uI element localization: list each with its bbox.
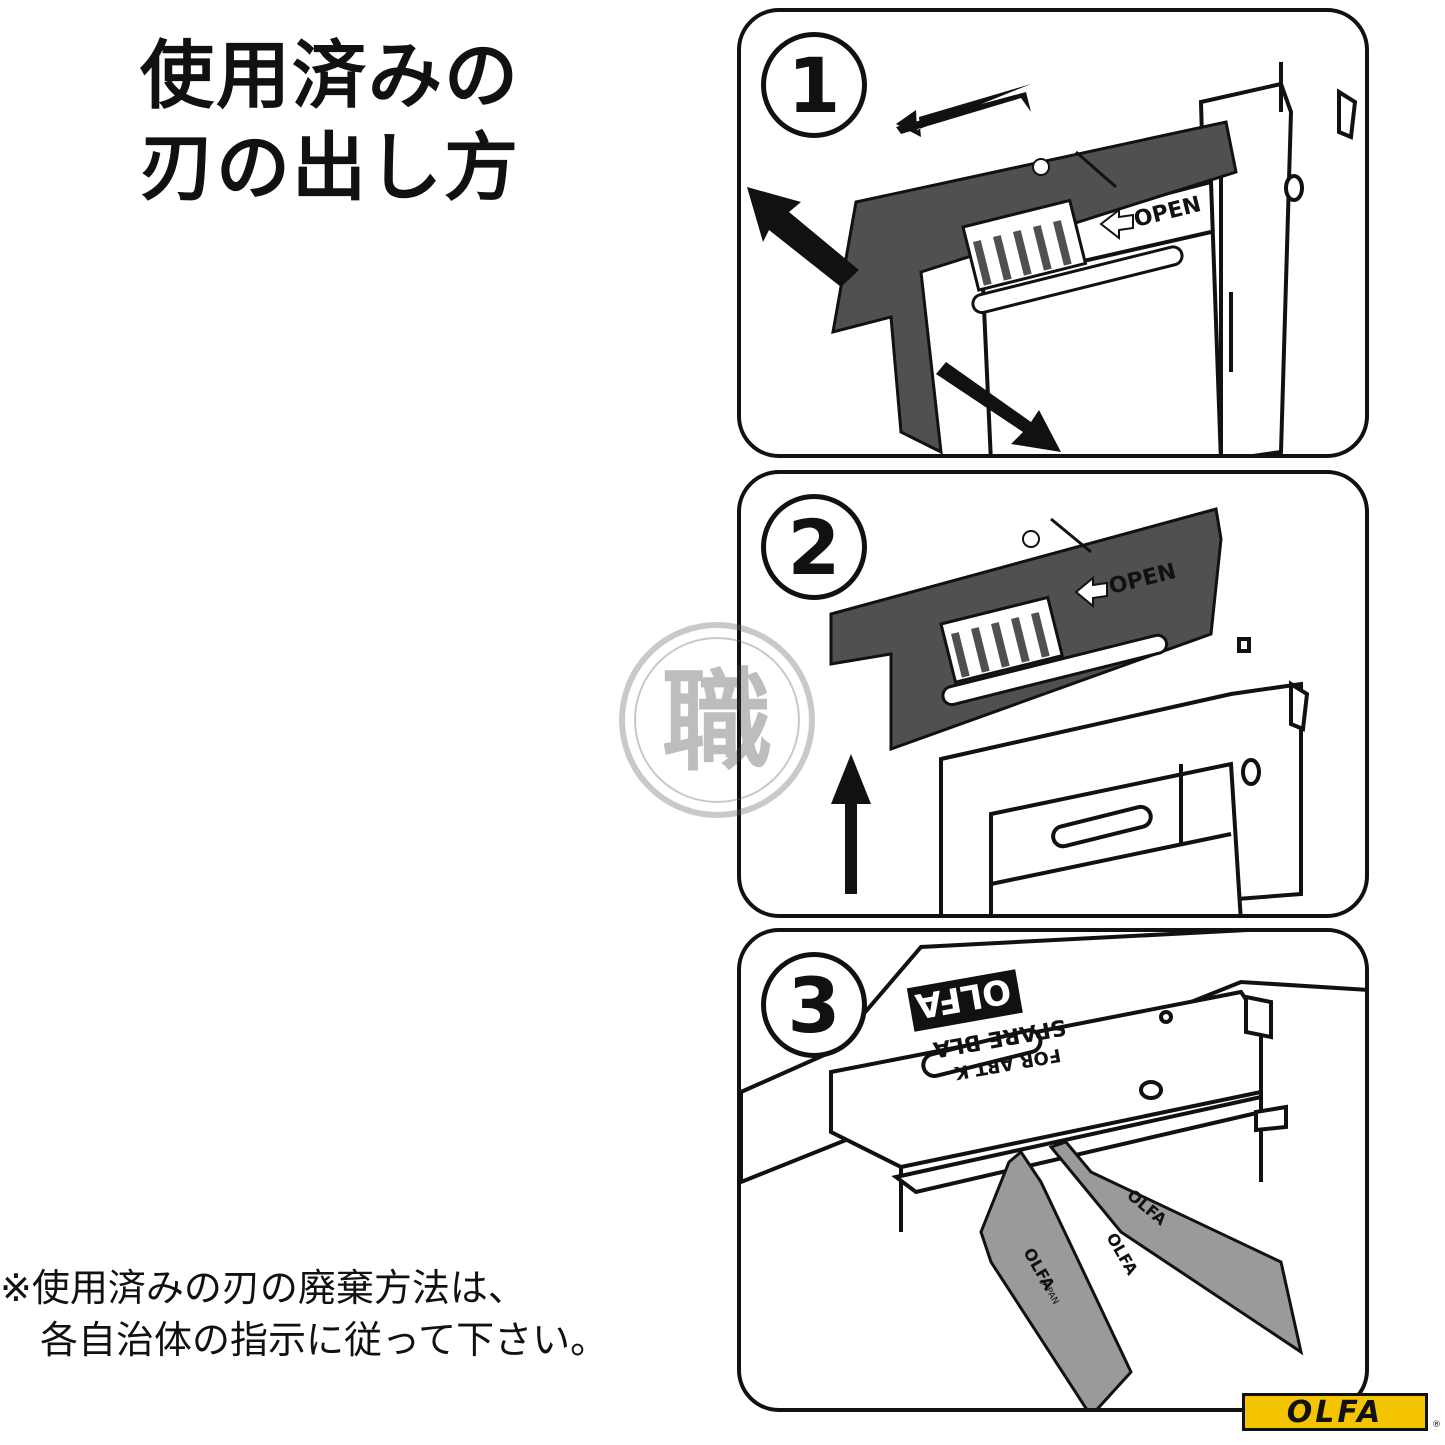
step-3-number: 3 (761, 952, 867, 1058)
lid-step-1: OPEN (831, 120, 1238, 454)
lid-step-2: OPEN (829, 507, 1223, 752)
step-1-illustration: OPEN (747, 62, 1358, 454)
used-blades: OLFA OLFA OLFA JAPAN (979, 1140, 1304, 1408)
motion-arrows (747, 80, 1061, 452)
olfa-logo: OLFA (1242, 1393, 1428, 1431)
note-line-1: ※使用済みの刃の廃棄方法は、 (0, 1266, 526, 1310)
step-1-panel: OPEN 1 (737, 8, 1369, 458)
note-line-2: 各自治体の指示に従って下さい。 (40, 1318, 609, 1362)
step-2-number: 2 (761, 494, 867, 600)
page-title: 使用済みの 刃の出し方 (140, 30, 520, 214)
registered-mark: ® (1432, 1420, 1441, 1430)
blade-case (939, 637, 1310, 914)
title-line-2: 刃の出し方 (140, 125, 520, 211)
step-2-illustration: OPEN (829, 507, 1310, 914)
step-2-panel: OPEN 2 (737, 470, 1369, 918)
step-3-illustration: OLFA SPARE BLA FOR ART K OLFA OLFA OLFA … (741, 932, 1365, 1408)
step-3-panel: OLFA SPARE BLA FOR ART K OLFA OLFA OLFA … (737, 928, 1369, 1412)
step-1-number: 1 (761, 32, 867, 138)
disposal-note: ※使用済みの刃の廃棄方法は、 各自治体の指示に従って下さい。 (0, 1262, 608, 1366)
up-arrow-icon (831, 754, 871, 894)
blade-case (741, 932, 1365, 1232)
title-line-1: 使用済みの (140, 33, 520, 119)
